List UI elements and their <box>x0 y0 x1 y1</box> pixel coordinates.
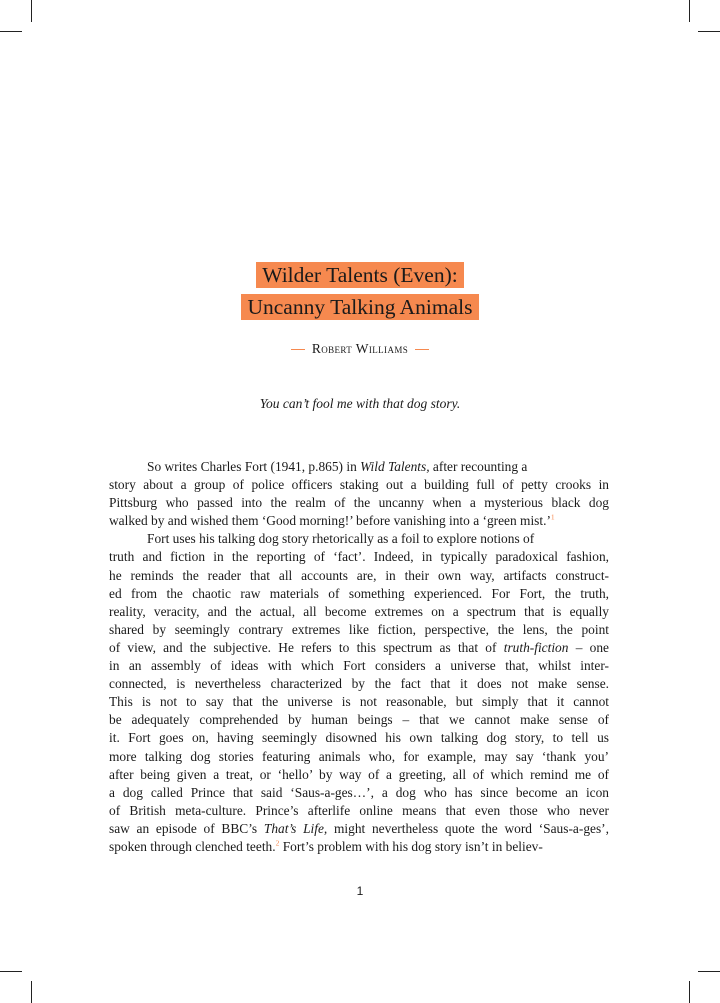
crop-mark <box>689 0 690 22</box>
text-line: of view, and the subjective. He refers t… <box>109 639 609 655</box>
crop-mark <box>689 981 690 1003</box>
text-line: connected, is nevertheless characterized… <box>109 676 609 692</box>
footnote-ref-1[interactable]: 1 <box>550 512 555 522</box>
byline-rule-left <box>290 349 305 351</box>
text-line: story about a group of police officers s… <box>109 477 609 493</box>
title-line-2: Uncanny Talking Animals <box>241 294 479 320</box>
body-text: So writes Charles Fort (1941, p.865) in … <box>109 458 609 856</box>
text-line: Fort uses his talking dog story rhetoric… <box>147 531 535 547</box>
text-line: reality, veracity, and the actual, all b… <box>109 603 609 619</box>
text-line: spoken through clenched teeth.2 Fort’s p… <box>109 838 543 854</box>
text-line: of British meta-culture. Prince’s afterl… <box>109 802 609 818</box>
text-line: shared by seemingly contrary extremes li… <box>109 621 609 637</box>
page-number: 1 <box>356 884 364 898</box>
epigraph: You can’t fool me with that dog story. <box>259 396 461 411</box>
crop-mark <box>698 31 720 32</box>
text-line: ed from the chaotic raw materials of som… <box>109 585 609 601</box>
byline-rule-right <box>415 349 430 351</box>
text-line: more talking dog stories featuring anima… <box>109 748 609 764</box>
crop-mark <box>31 0 32 22</box>
text-line: it. Fort goes on, having seemingly disow… <box>109 730 609 746</box>
crop-mark <box>0 31 22 32</box>
byline: Robert Williams <box>0 341 720 357</box>
crop-mark <box>0 971 22 972</box>
author-name: Robert Williams <box>311 341 409 356</box>
text-line: walked by and wished them ‘Good morning!… <box>109 512 555 529</box>
text-line: saw an episode of BBC’s That’s Life, mig… <box>109 820 609 836</box>
text-line: truth and fiction in the reporting of ‘f… <box>109 549 609 565</box>
text-line: This is not to say that the universe is … <box>109 694 609 710</box>
text-line: in an assembly of ideas with which Fort … <box>109 658 609 674</box>
chapter-title: Wilder Talents (Even): Uncanny Talking A… <box>0 262 720 326</box>
text-line: be adequately comprehended by human bein… <box>109 712 609 728</box>
crop-mark <box>698 971 720 972</box>
title-line-1: Wilder Talents (Even): <box>256 262 464 288</box>
text-line: Pittsburg who passed into the realm of t… <box>109 495 609 511</box>
text-line: after being given a treat, or ‘hello’ by… <box>109 766 609 782</box>
text-line: So writes Charles Fort (1941, p.865) in … <box>147 459 528 474</box>
crop-mark <box>31 981 32 1003</box>
text-line: a dog called Prince that said ‘Saus-a-ge… <box>109 784 609 800</box>
text-line: he reminds the reader that all accounts … <box>109 567 609 583</box>
footnote-ref-2[interactable]: 2 <box>275 838 280 848</box>
